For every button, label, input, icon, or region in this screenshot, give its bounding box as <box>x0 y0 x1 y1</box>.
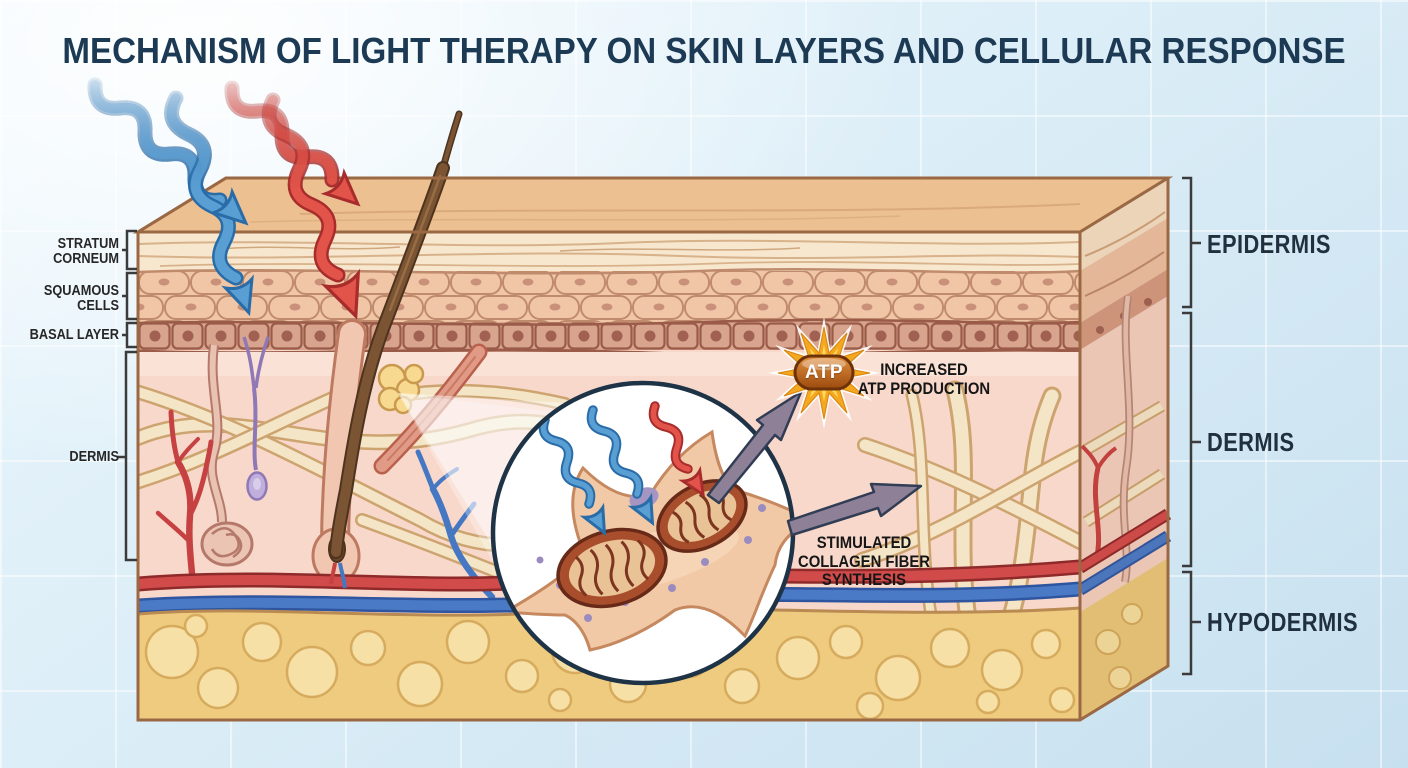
bracket-stratum-corneum <box>122 229 137 271</box>
squamous-cells-band <box>138 268 1080 323</box>
mitochondrion <box>556 527 668 609</box>
blue-light-rays <box>87 77 254 317</box>
block-outline <box>136 176 1170 722</box>
label-basal-layer: BASAL LAYER <box>29 327 119 343</box>
label-epidermis: EPIDERMIS <box>1207 229 1331 259</box>
annotation-collagen-synthesis: STIMULATED COLLAGEN FIBER SYNTHESIS <box>797 534 930 589</box>
bracket-hypodermis <box>1182 570 1201 676</box>
inset-red-ray <box>648 401 706 498</box>
artery-branches <box>155 409 214 589</box>
skin-right-face <box>1076 178 1172 720</box>
arrector-pili-muscle <box>373 343 488 475</box>
bracket-epidermis <box>1182 176 1201 309</box>
page-title: MECHANISM OF LIGHT THERAPY ON SKIN LAYER… <box>62 30 1346 71</box>
atp-starburst-icon <box>767 316 881 430</box>
blood-vessel-side <box>1076 444 1172 596</box>
label-dermis-left: DERMIS <box>69 449 119 465</box>
nerve-ending <box>242 336 270 501</box>
bracket-dermis-left <box>117 350 137 562</box>
collagen-arrow <box>786 482 923 537</box>
annotation-atp-production: INCREASED ATP PRODUCTION <box>857 361 991 398</box>
atp-badge-label: ATP <box>804 362 844 383</box>
sweat-duct-side <box>1119 295 1134 583</box>
atp-arrow <box>706 390 803 505</box>
atp-pill <box>793 354 855 391</box>
bracket-dermis-right <box>1182 311 1201 568</box>
basal-layer-band <box>138 318 1080 357</box>
label-stratum-corneum: STRATUM CORNEUM <box>53 236 119 267</box>
cell-inset <box>490 380 796 686</box>
stratum-corneum-band <box>138 232 1080 272</box>
hair-shaft <box>329 110 463 559</box>
red-light-rays <box>224 80 361 320</box>
bracket-squamous-cells <box>122 271 137 321</box>
sweat-gland <box>200 344 254 567</box>
sebaceous-gland <box>377 363 425 415</box>
region-brackets-right <box>1182 176 1201 676</box>
layer-brackets-left <box>117 229 137 562</box>
bracket-basal-layer <box>122 321 137 349</box>
papillary-dermis <box>138 352 1080 376</box>
mitochondrion <box>656 479 748 553</box>
inset-blue-rays <box>538 405 655 537</box>
label-hypodermis: HYPODERMIS <box>1207 607 1359 637</box>
label-squamous-cells: SQUAMOUS CELLS <box>43 283 119 314</box>
label-dermis-right: DERMIS <box>1207 427 1295 457</box>
